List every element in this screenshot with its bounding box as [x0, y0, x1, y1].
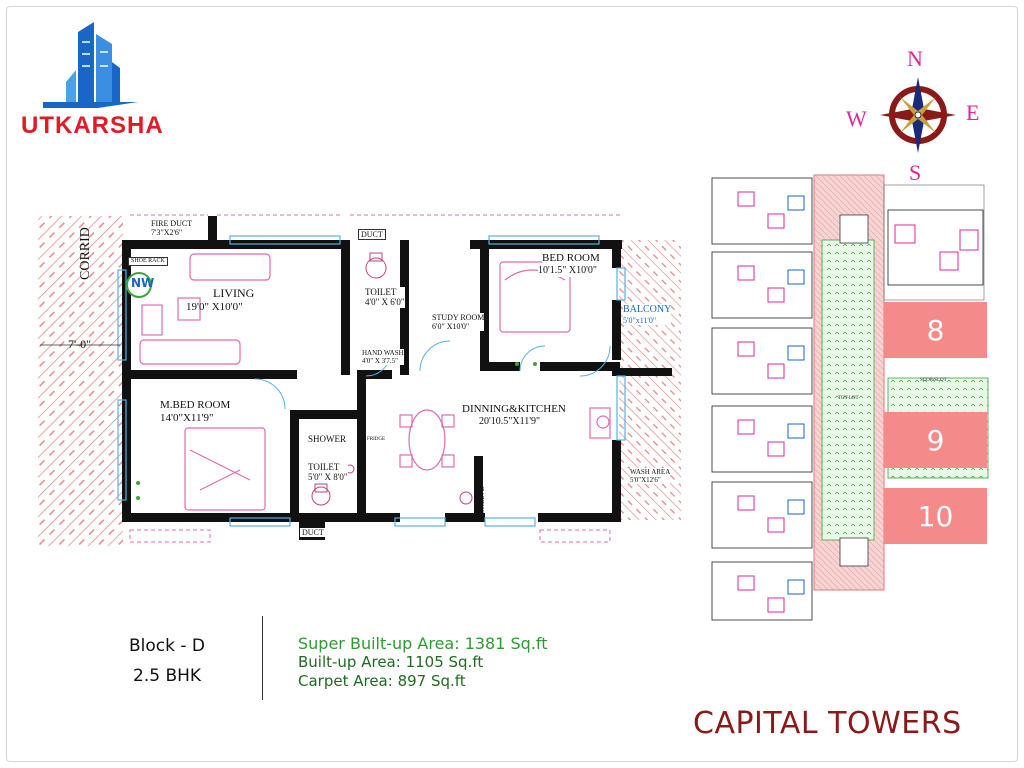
living-size: 19'0" X10'0": [186, 301, 243, 313]
room-m-bed: M.BED ROOM 14'0"X11'9": [160, 399, 230, 424]
toilet-1-size: 4'0" X 6'0": [365, 297, 405, 308]
site-room-mark: [737, 341, 755, 357]
fire-duct-size: 7'3"X2'6": [151, 228, 183, 238]
site-room-mark: [737, 419, 755, 435]
nw-badge: NW: [131, 276, 155, 290]
nw-badge-circle: [126, 272, 152, 298]
site-room-mark: [767, 441, 785, 457]
tot-lot-label: TOT-LOT: [838, 396, 859, 401]
block-10: 10: [884, 488, 987, 544]
m-bed-room-name: M.BED ROOM: [160, 399, 231, 411]
m-bed-room-size: 14'0"X11'9": [160, 411, 214, 424]
block-label: Block - D: [129, 636, 206, 656]
site-room-mark: [787, 345, 805, 361]
shoe-rack: SHOE RACK: [128, 257, 168, 266]
site-unit-block: [711, 251, 813, 319]
room-living: LIVING: [213, 286, 255, 301]
room-wash-area: WASH AREA 5'0"X12'6": [630, 468, 671, 485]
shower-label: SHOWER: [308, 434, 346, 444]
site-room-mark: [787, 579, 805, 595]
toilet-1-name: TOILET: [365, 287, 397, 297]
compass-icon: [880, 77, 956, 153]
hand-wash-name: HAND WASH: [362, 349, 404, 357]
bed-room-size: 10'1.5" X10'0": [538, 265, 597, 277]
room-toilet-1: TOILET 4'0" X 6'0": [365, 287, 405, 308]
site-room-mark: [787, 423, 805, 439]
site-room-mark: [737, 575, 755, 591]
balcony-size: 5'0"x11'0": [623, 315, 657, 325]
wash-area-size: 5'0"X12'6": [630, 476, 661, 485]
bed-room-name: BED ROOM: [542, 252, 600, 264]
site-room-mark: [737, 265, 755, 281]
site-room-mark: [767, 517, 785, 533]
compass-north: N: [907, 46, 923, 71]
brand-name: UTKARSHA: [21, 112, 164, 139]
building-logo-icon: [43, 22, 138, 108]
study-size: 6'0" X10'0": [432, 322, 470, 332]
site-room-mark: [767, 597, 785, 613]
room-balcony: BALCONY 5'0"x11'0": [623, 304, 672, 325]
corridor-width: 7'-0": [68, 337, 92, 351]
site-unit-block: [711, 405, 813, 473]
site-room-mark: [737, 191, 755, 207]
shelve-label: SHELVE: [478, 486, 486, 513]
crockery-label: CROCKERY: [362, 462, 368, 495]
toilet-2-size: 5'0" X 8'0": [308, 472, 348, 483]
site-room-mark: [767, 363, 785, 379]
dining-name: DINNING&KITCHEN: [462, 403, 566, 415]
super-builtup-area: Super Built-up Area: 1381 Sq.ft: [298, 634, 548, 653]
duct-top: DUCT: [358, 229, 386, 241]
living-name: LIVING: [213, 286, 255, 300]
scop-slot-label: SCOP-SLOT: [920, 378, 947, 383]
builtup-area: Built-up Area: 1105 Sq.ft: [298, 653, 484, 671]
hand-wash-size: 4'0" X 3'7.5": [362, 357, 399, 366]
fire-duct-name: FIRE DUCT: [151, 219, 193, 228]
unit-type: 2.5 BHK: [133, 666, 202, 686]
room-bed: BED ROOM: [542, 252, 600, 265]
compass-west: W: [846, 106, 867, 131]
wash-area-name: WASH AREA: [630, 468, 671, 476]
dining-size: 20'10.5"X11'9": [479, 416, 541, 428]
site-room-mark: [737, 495, 755, 511]
site-room-mark: [767, 287, 785, 303]
compass-east: E: [966, 100, 980, 125]
block-8: 8: [884, 302, 987, 358]
toilet-2-name: TOILET: [308, 462, 340, 472]
fire-duct-label: FIRE DUCT 7'3"X2'6": [151, 219, 192, 237]
study-name: STUDY ROOM: [432, 313, 485, 322]
site-room-mark: [767, 213, 785, 229]
site-room-mark: [787, 269, 805, 285]
area-list: Super Built-up Area: 1381 Sq.ft Built-up…: [298, 634, 548, 691]
site-unit-block: [711, 327, 813, 395]
site-unit-block: [711, 561, 813, 621]
site-room-mark: [787, 499, 805, 515]
site-room-mark: [787, 195, 805, 211]
room-hand-wash: HAND WASH 4'0" X 3'7.5": [362, 349, 404, 366]
corridor-label: CORRID: [78, 227, 93, 280]
site-unit-block: [711, 177, 813, 245]
project-name: CAPITAL TOWERS: [693, 706, 962, 741]
room-toilet-2: TOILET 5'0" X 8'0": [308, 462, 348, 483]
site-unit-block: [711, 481, 813, 549]
duct-bottom: DUCT: [300, 528, 326, 538]
page-frame: [6, 6, 1018, 762]
balcony-name: BALCONY: [623, 304, 672, 315]
room-dining: DINNING&KITCHEN: [462, 403, 566, 416]
block-9: 9: [884, 412, 987, 468]
room-study: STUDY ROOM 6'0" X10'0": [432, 313, 485, 332]
fridge-label: FRIDGE: [367, 437, 386, 442]
compass-south: S: [909, 160, 922, 185]
info-divider: [262, 616, 263, 700]
carpet-area: Carpet Area: 897 Sq.ft: [298, 672, 466, 690]
